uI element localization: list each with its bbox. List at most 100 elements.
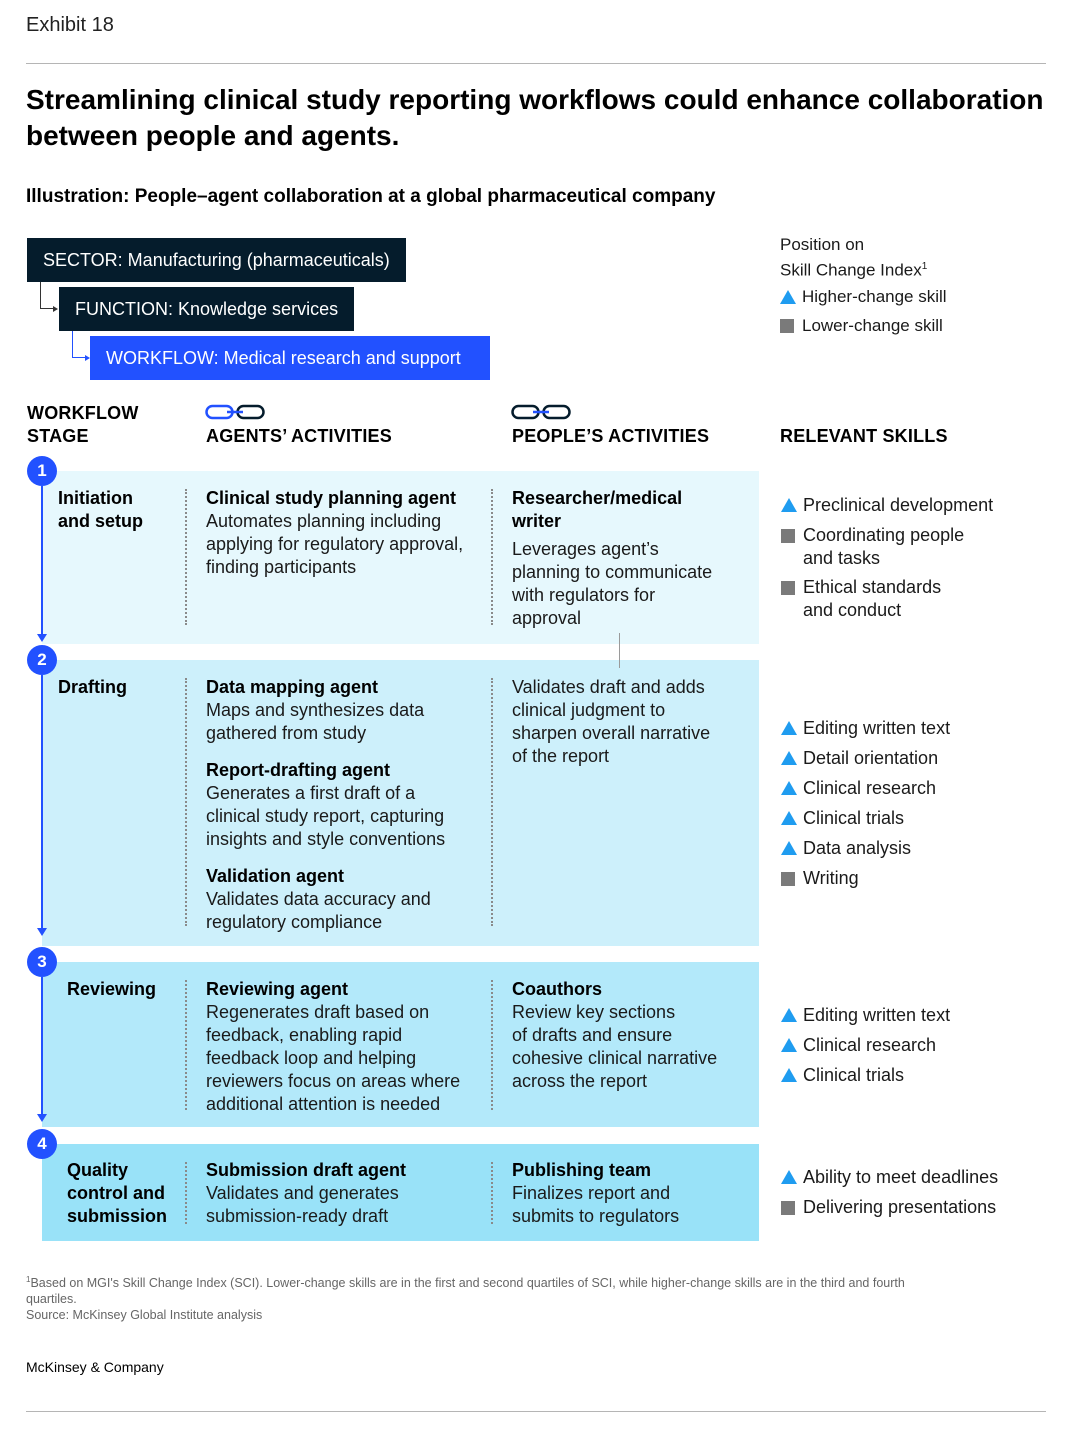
agent-title: Report-drafting agent (206, 760, 390, 780)
skill-label: Detail orientation (803, 748, 939, 768)
skill-label: Clinical research (803, 778, 937, 798)
stage-4-name: Quality control and submission (67, 1159, 167, 1228)
col-header-stage-line1: WORKFLOW (27, 403, 139, 423)
page-title: Streamlining clinical study reporting wo… (26, 84, 1044, 151)
skill-item: Writing (781, 867, 859, 890)
stage-1-people: Researcher/medical writer Leverages agen… (512, 487, 752, 630)
skill-item: Detail orientation (781, 747, 938, 770)
stage-3-band (42, 962, 759, 1127)
stage-4-divider-a (185, 1162, 187, 1224)
stage-2-name: Drafting (58, 677, 127, 697)
skill-item: Clinical trials (781, 807, 904, 830)
agent-text-line: regulatory compliance (206, 912, 383, 932)
agent-title: Reviewing agent (206, 979, 349, 999)
people-text-line: with regulators for (512, 585, 656, 605)
timeline-segment-3 (41, 977, 43, 1118)
skill-label: Writing (803, 868, 859, 888)
timeline-arrow-1 (37, 634, 47, 642)
people-text-line: of drafts and ensure (512, 1025, 673, 1045)
agent-text-line: Automates planning including (206, 511, 442, 531)
stage-3-divider-a (185, 980, 187, 1110)
stage-3-name: Reviewing (67, 979, 157, 999)
stage-2-divider-b (491, 678, 493, 926)
agent-text-line: reviewers focus on areas where (206, 1071, 461, 1091)
agent-title: Clinical study planning agent (206, 488, 457, 508)
people-text-line: Leverages agent’s (512, 539, 659, 559)
stage-1-name-line2: and setup (58, 511, 144, 531)
footnote-line2: quartiles. (26, 1292, 77, 1307)
triangle-icon (781, 751, 797, 765)
chain-link-icon (205, 404, 265, 420)
agent-text-line: finding participants (206, 557, 357, 577)
triangle-icon (780, 290, 796, 304)
skill-label: Clinical trials (803, 1065, 905, 1085)
step-3-marker: 3 (27, 947, 57, 977)
agent-title: Submission draft agent (206, 1160, 407, 1180)
people-text-line: clinical judgment to (512, 700, 666, 720)
skill-label: Ability to meet deadlines (803, 1167, 999, 1187)
col-header-agents: AGENTS’ ACTIVITIES (206, 426, 392, 446)
triangle-icon (781, 1068, 797, 1082)
col-header-stage-line2: STAGE (27, 426, 89, 446)
stage-3-people: Coauthors Review key sections of drafts … (512, 978, 752, 1093)
stage-1-band (42, 471, 759, 644)
function-connector-arrow (85, 355, 90, 361)
skill-item: Delivering presentations (781, 1196, 996, 1219)
agent-text-line: feedback, enabling rapid (206, 1025, 403, 1045)
square-icon (781, 529, 795, 543)
agent-text-line: Validates data accuracy and (206, 889, 431, 909)
footnote-line1: Based on MGI's Skill Change Index (SCI).… (30, 1276, 905, 1291)
skill-label: Delivering presentations (803, 1197, 997, 1217)
people-title-line: Coauthors (512, 979, 602, 999)
triangle-icon (781, 811, 797, 825)
skill-label: Data analysis (803, 838, 912, 858)
skill-item: Editing written text (781, 717, 950, 740)
col-header-stage: WORKFLOW STAGE (27, 402, 139, 448)
stage-1-agents: Clinical study planning agent Automates … (206, 487, 486, 579)
people-title-line: Researcher/medical (512, 488, 683, 508)
people-activity-connector (619, 633, 620, 668)
brand-logo: McKinsey & Company (26, 1359, 164, 1375)
agent-text-line: submission-ready draft (206, 1206, 389, 1226)
sector-tag: SECTOR: Manufacturing (pharmaceuticals) (27, 238, 406, 282)
timeline-segment-2 (41, 675, 43, 932)
chain-link-icon (511, 404, 571, 420)
stage-3-divider-b (491, 980, 493, 1110)
agent-text-line: additional attention is needed (206, 1094, 441, 1114)
people-text-line: planning to communicate (512, 562, 713, 582)
stage-4-divider-b (491, 1162, 493, 1224)
triangle-icon (781, 841, 797, 855)
stage-1-divider-a (185, 489, 187, 625)
workflow-tag: WORKFLOW: Medical research and support (90, 336, 490, 380)
legend-higher: Higher-change skill (780, 287, 947, 307)
legend-footnote-mark: 1 (921, 261, 928, 272)
skill-item: Clinical research (781, 777, 936, 800)
triangle-icon (781, 498, 797, 512)
skill-item: Ability to meet deadlines (781, 1166, 998, 1189)
agent-title: Validation agent (206, 866, 345, 886)
legend-title-line1: Position on (780, 235, 865, 254)
sector-connector-arrow (53, 306, 58, 312)
skill-label: Preclinical development (803, 495, 994, 515)
stage-1-name: Initiation and setup (58, 487, 143, 533)
triangle-icon (781, 721, 797, 735)
stage-4-name-line3: submission (67, 1206, 168, 1226)
footnote-mark: 1 (26, 1275, 31, 1284)
agent-title: Data mapping agent (206, 677, 379, 697)
skill-item: Clinical trials (781, 1064, 904, 1087)
stage-1-name-line1: Initiation (58, 488, 133, 508)
step-2-marker: 2 (27, 645, 57, 675)
legend-higher-label: Higher-change skill (802, 287, 947, 306)
agent-text-line: Maps and synthesizes data (206, 700, 425, 720)
stage-2-divider-a (185, 678, 187, 926)
legend-title: Position on Skill Change Index1 (780, 234, 927, 282)
agent-text-line: insights and style conventions (206, 829, 446, 849)
sector-connector (40, 282, 53, 309)
triangle-icon (781, 1008, 797, 1022)
skill-label-line: and conduct (803, 600, 902, 620)
skill-item: Data analysis (781, 837, 911, 860)
skill-label-line: Coordinating people (803, 525, 965, 545)
